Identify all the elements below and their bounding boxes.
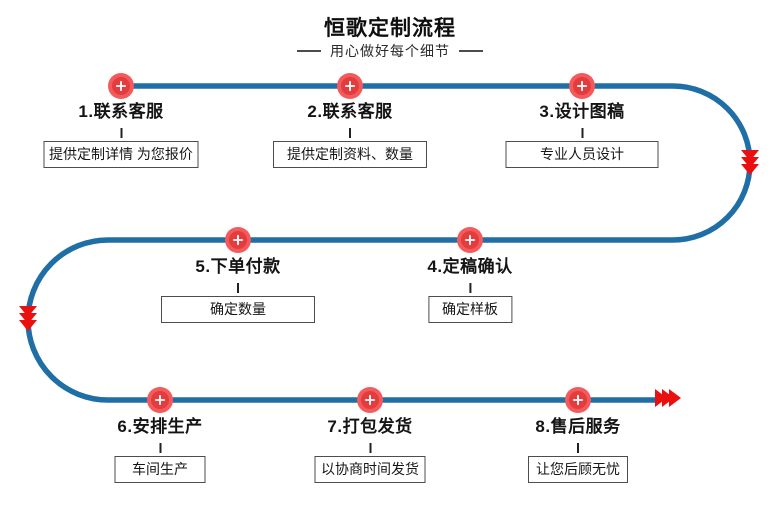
step-2-contact-service: 2.联系客服 提供定制资料、数量 [273,101,427,168]
chevron-down-arrows-icon [741,150,759,175]
step-note-box: 提供定制资料、数量 [273,141,427,168]
plus-node-icon [357,387,383,413]
step-connector [577,443,579,453]
step-label: 5.下单付款 [195,257,281,276]
step-note-box: 专业人员设计 [505,141,659,168]
plus-node-icon [337,73,363,99]
step-3-design-draft: 3.设计图稿 专业人员设计 [505,101,659,168]
step-label: 4.定稿确认 [427,257,513,276]
subtitle-right-dash [459,50,483,52]
step-7-pack-ship: 7.打包发货 以协商时间发货 [314,416,426,483]
step-note-box: 车间生产 [114,456,206,483]
flow-line [25,83,753,403]
chevron-down-arrows-icon [19,306,37,331]
step-note-box: 以协商时间发货 [314,456,426,483]
plus-node-icon [225,227,251,253]
plus-node-icon [108,73,134,99]
plus-node-icon [569,73,595,99]
step-1-contact-service: 1.联系客服 提供定制详情 为您报价 [43,101,199,168]
plus-node-icon [147,387,173,413]
subtitle-left-dash [297,50,321,52]
step-label: 8.售后服务 [535,417,621,436]
step-6-arrange-production: 6.安排生产 车间生产 [114,416,206,483]
step-note-box: 提供定制详情 为您报价 [43,141,199,168]
subtitle-text: 用心做好每个细节 [330,43,450,59]
step-label: 6.安排生产 [117,417,203,436]
plus-node-icon [457,227,483,253]
page-title: 恒歌定制流程 [324,17,456,40]
step-note-box: 让您后顾无忧 [528,456,628,483]
step-label: 2.联系客服 [307,102,393,121]
step-8-after-sales: 8.售后服务 让您后顾无忧 [528,416,628,483]
step-connector [369,443,371,453]
step-4-confirm-draft: 4.定稿确认 确定样板 [427,256,512,323]
step-connector [120,128,122,138]
chevron-right-arrows-icon [655,389,681,407]
step-connector [349,128,351,138]
step-note-box: 确定样板 [428,296,512,323]
step-connector [469,283,471,293]
plus-node-icon [565,387,591,413]
step-5-order-payment: 5.下单付款 确定数量 [161,256,315,323]
step-label: 1.联系客服 [78,102,164,121]
step-note-box: 确定数量 [161,296,315,323]
step-label: 7.打包发货 [327,417,413,436]
step-connector [159,443,161,453]
step-connector [237,283,239,293]
page-subtitle: 用心做好每个细节 [0,41,780,61]
step-connector [581,128,583,138]
step-label: 3.设计图稿 [539,102,625,121]
